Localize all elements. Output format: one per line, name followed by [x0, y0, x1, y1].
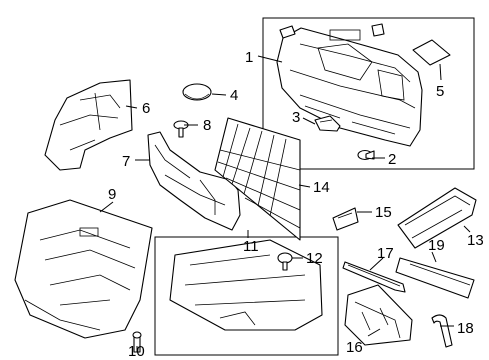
part-19-wrench — [395, 257, 475, 299]
part-2-push-pin — [357, 149, 375, 161]
callout-16: 16 — [346, 339, 363, 356]
part-8-fastener — [173, 120, 189, 138]
callout-3: 3 — [292, 109, 300, 126]
callout-1: 1 — [245, 49, 253, 66]
part-16-jack — [344, 284, 413, 346]
tray-clip-top-left — [279, 25, 296, 39]
callout-14: 14 — [313, 179, 330, 196]
part-18-hook — [431, 314, 453, 348]
callout-18: 18 — [457, 320, 474, 337]
part-17-jack-handle — [342, 261, 406, 293]
part-12-clip — [277, 252, 293, 271]
callout-4: 4 — [230, 87, 238, 104]
part-3-bracket — [314, 115, 341, 132]
part-5-cover — [412, 39, 451, 66]
callout-12: 12 — [306, 250, 323, 267]
callout-15: 15 — [375, 204, 392, 221]
callout-2: 2 — [388, 151, 396, 168]
callout-11: 11 — [243, 238, 259, 255]
part-4-cap — [182, 83, 212, 101]
callout-8: 8 — [203, 117, 211, 134]
trunk-mat-group-box — [154, 236, 339, 356]
part-14-cargo-net — [214, 117, 301, 241]
callout-7: 7 — [122, 153, 130, 170]
package-tray — [276, 27, 423, 147]
callout-9: 9 — [108, 186, 116, 203]
package-tray-group-box — [262, 17, 475, 170]
part-6-side-trim — [44, 79, 133, 171]
tray-clip-top-right — [371, 23, 385, 37]
part-15-bracket — [332, 207, 359, 231]
part-7-trim — [147, 131, 241, 231]
part-9-floor-panel — [14, 199, 153, 339]
callout-6: 6 — [142, 100, 150, 117]
callout-10: 10 — [128, 343, 145, 360]
callout-13: 13 — [467, 232, 484, 249]
callout-5: 5 — [436, 83, 444, 100]
part-13-tray — [397, 187, 477, 249]
callout-19: 19 — [428, 237, 445, 254]
part-10-fastener — [132, 331, 142, 353]
callout-17: 17 — [377, 245, 394, 262]
